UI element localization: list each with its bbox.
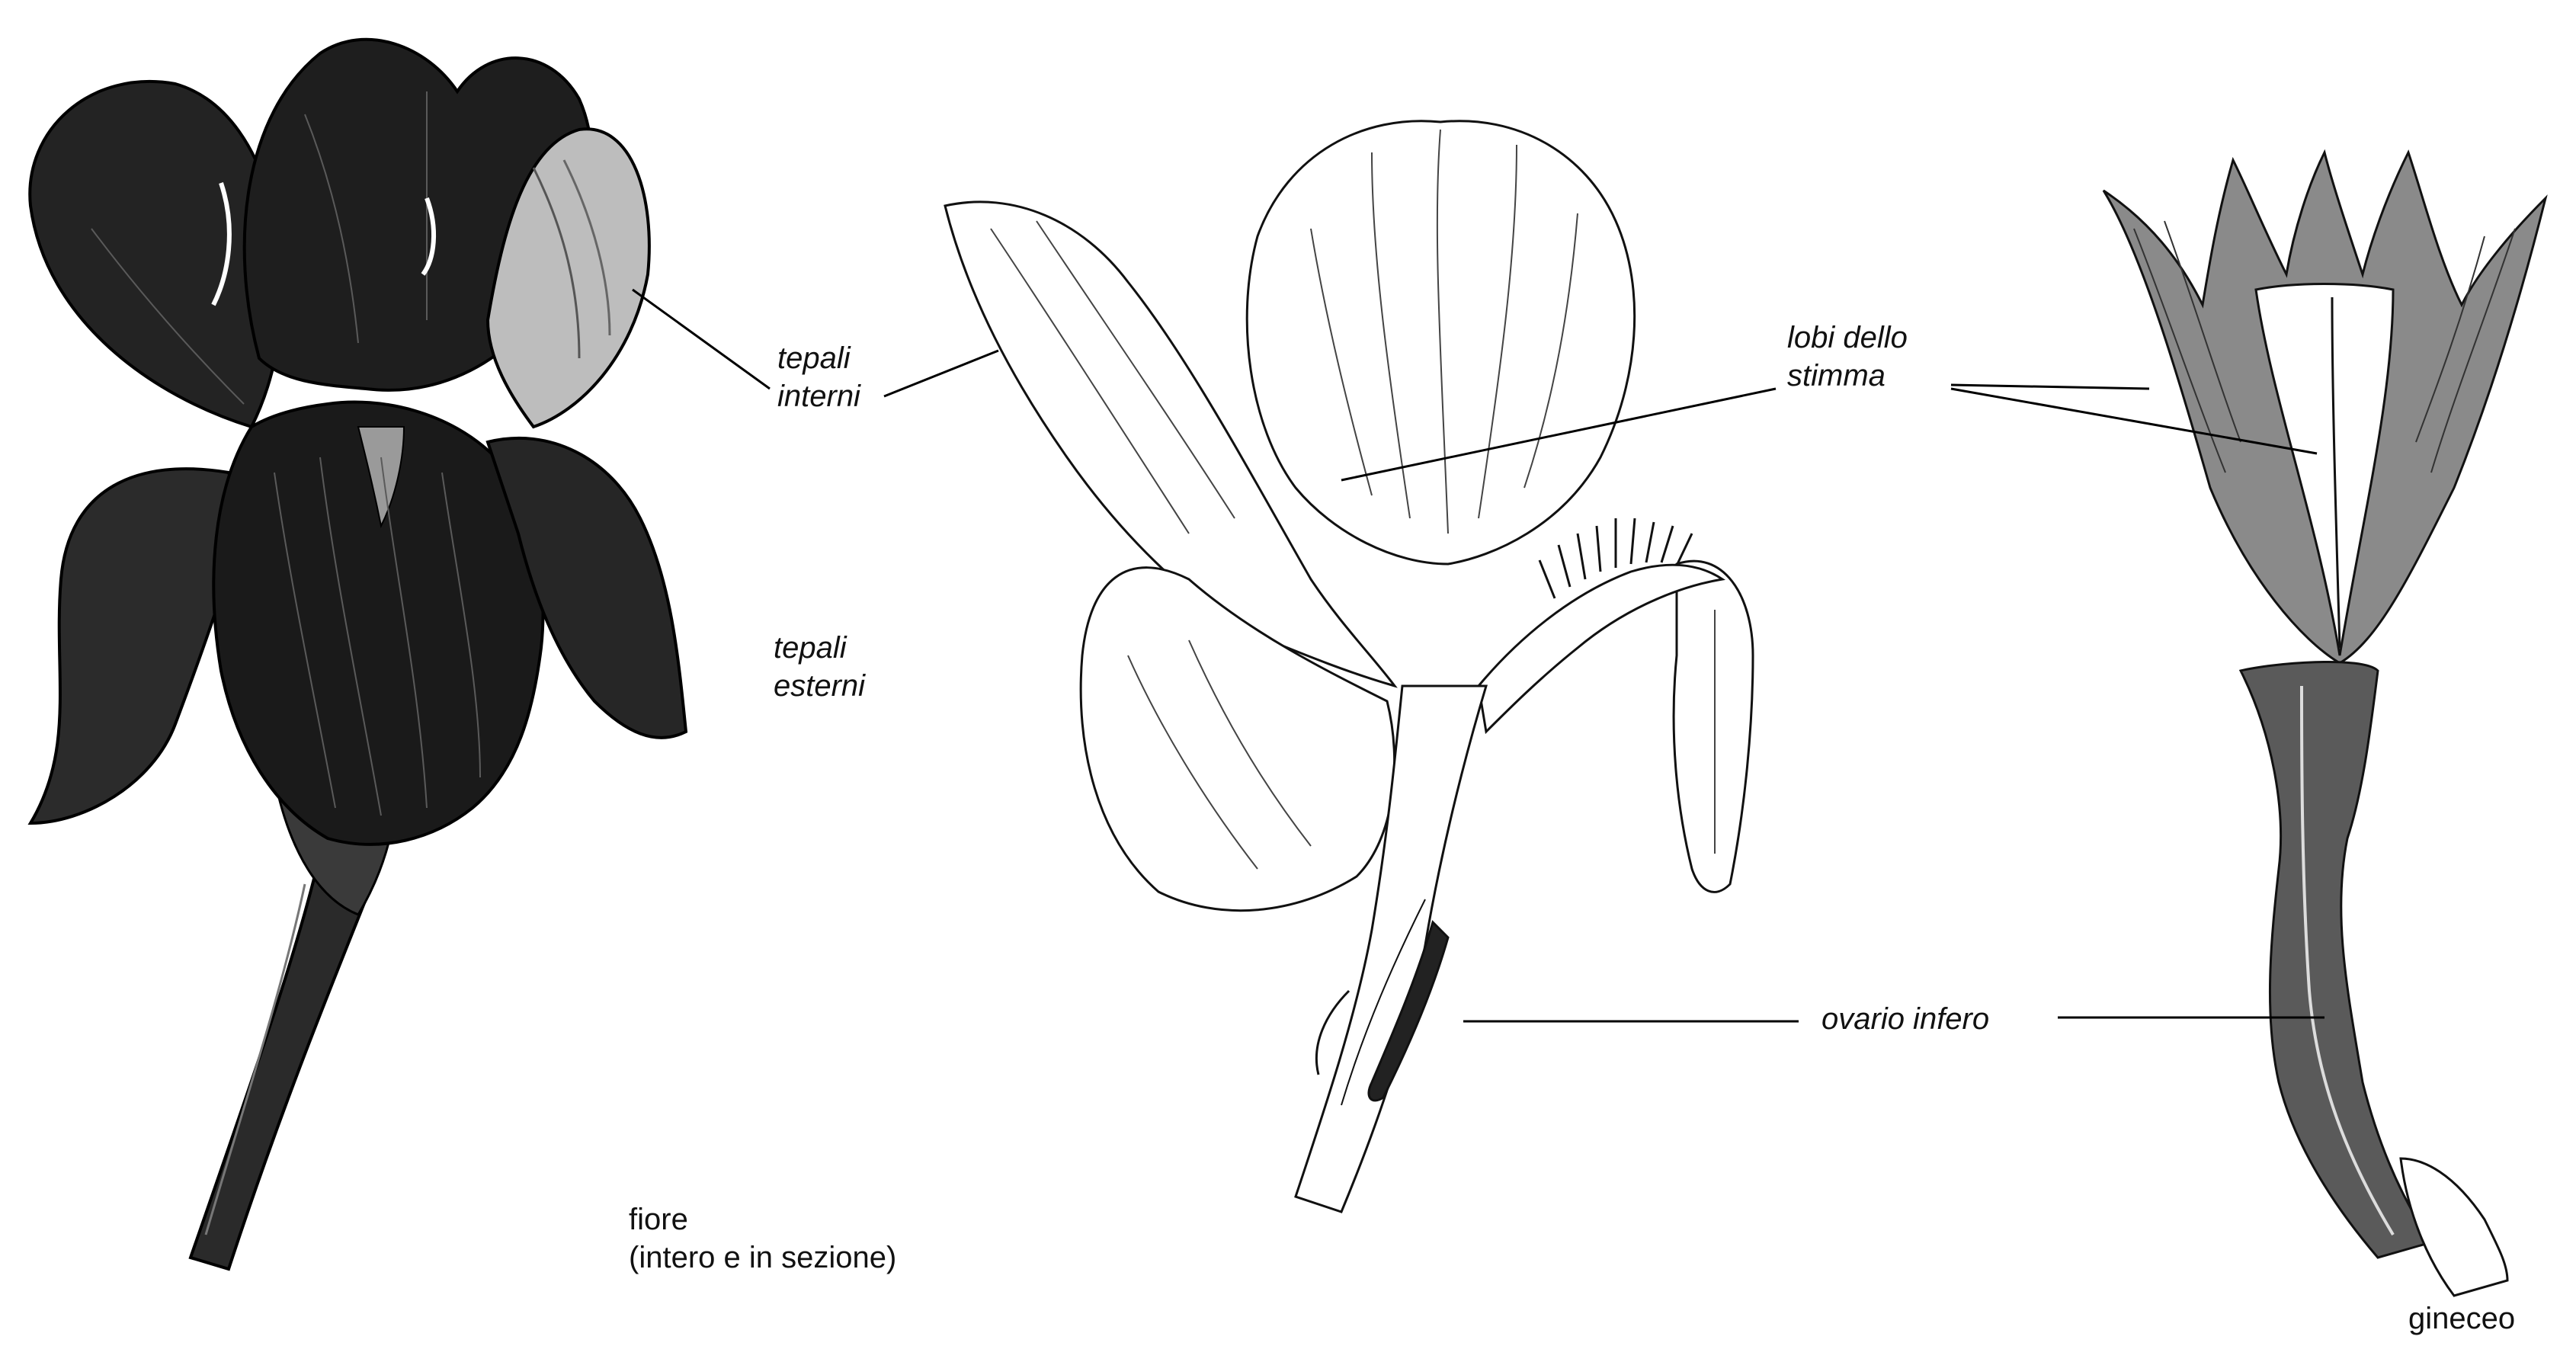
leader-stimma-to-gynoecium-lobe (1951, 385, 2149, 389)
leader-tepali-interni-left (633, 290, 770, 389)
label-tepali-esterni-line1: tepali (774, 629, 865, 667)
label-lobi-dello-stimma: lobi dello stimma (1787, 319, 1908, 395)
label-lobi-dello-stimma-line1: lobi dello (1787, 319, 1908, 357)
label-fiore-line1: fiore (629, 1200, 896, 1239)
gynoecium-illustration (2103, 152, 2546, 1296)
label-fiore-line2: (intero e in sezione) (629, 1239, 896, 1277)
label-gineceo: gineceo (2408, 1300, 2515, 1338)
whole-flower-left-fall (30, 469, 244, 823)
section-lower-fall (1081, 568, 1395, 911)
section-flower-illustration (945, 121, 1753, 1212)
label-ovario-infero: ovario infero (1821, 1000, 1989, 1038)
whole-flower-stem (191, 854, 381, 1269)
label-lobi-dello-stimma-line2: stimma (1787, 357, 1908, 395)
gynoecium-stem-cut (2401, 1159, 2507, 1296)
label-tepali-interni-line2: interni (777, 377, 860, 415)
label-tepali-esterni-line2: esterni (774, 667, 865, 705)
label-fiore: fiore (intero e in sezione) (629, 1200, 896, 1277)
label-tepali-interni-line1: tepali (777, 339, 860, 377)
section-right-fall (1674, 561, 1753, 892)
leader-tepali-interni-right (884, 351, 998, 396)
label-tepali-esterni: tepali esterni (774, 629, 865, 705)
whole-flower-illustration (30, 40, 686, 1269)
label-tepali-interni: tepali interni (777, 339, 860, 415)
